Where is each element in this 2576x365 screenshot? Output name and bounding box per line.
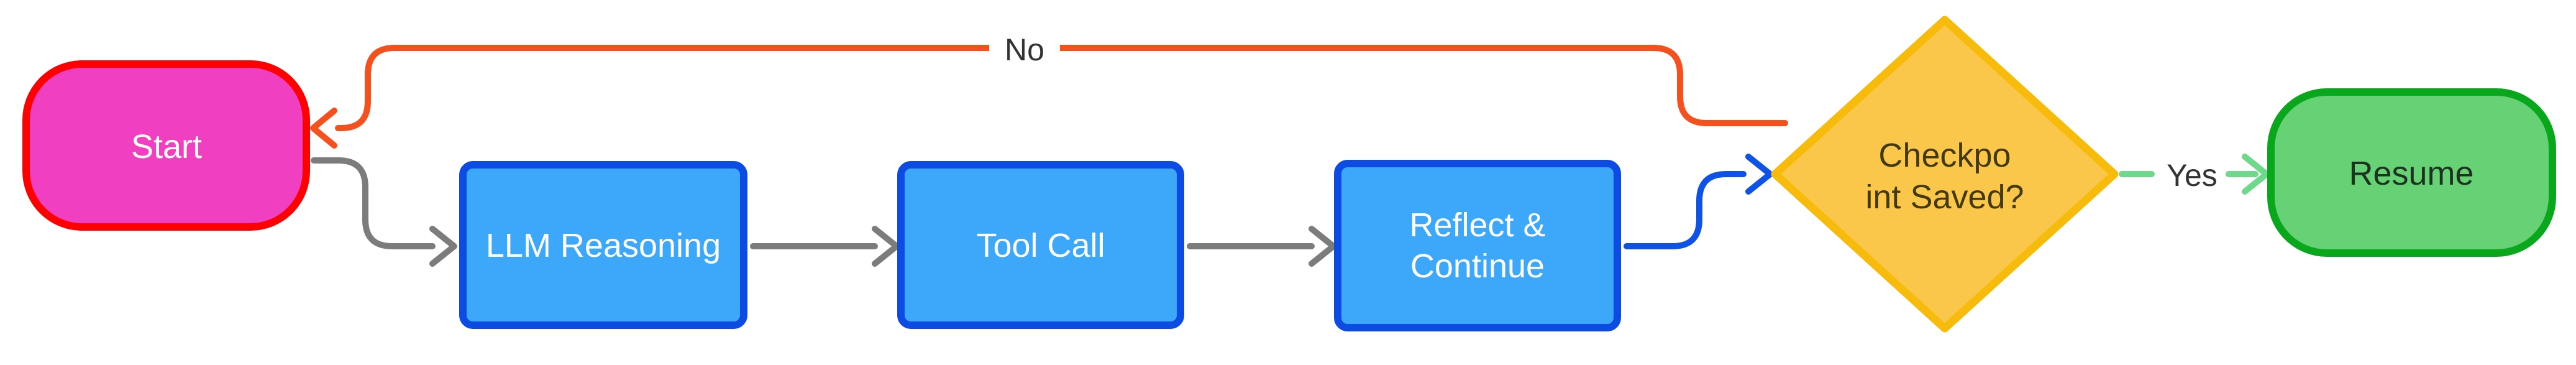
node-resume-label: Resume [2349,155,2473,192]
node-llm-reasoning-label: LLM Reasoning [486,227,721,264]
edge-label-yes: Yes [2158,154,2226,194]
node-checkpoint-saved-label-line2: int Saved? [1865,178,2024,216]
edge-checkpoint-to-start [335,45,1788,131]
node-resume: Resume [2267,88,2556,257]
node-checkpoint-saved: Checkpo int Saved? [1771,16,2119,333]
edge-label-no-background [989,30,1060,68]
node-start: Start [22,60,310,231]
node-start-shape [22,60,310,231]
node-llm-reasoning-shape [459,161,747,329]
node-reflect-continue-shape [1334,160,1621,331]
edge-reflect-continue-to-checkpoint [1624,171,1747,249]
node-tool-call-shape [897,161,1184,329]
edge-reflect-continue-to-checkpoint-arrowhead-icon [1745,154,1773,195]
edge-checkpoint-to-resume-arrowhead-icon [2242,154,2270,195]
edge-llm-reasoning-to-tool-call-arrowhead-icon [872,226,900,267]
node-checkpoint-saved-label-line1: Checkpo [1878,137,2011,174]
edge-start-to-llm-reasoning [311,157,436,249]
edge-checkpoint-to-start-arrowhead-icon [310,108,337,149]
edge-tool-call-to-reflect-continue-arrowhead-icon [1309,226,1336,267]
edge-label-yes-text: Yes [2167,158,2217,193]
node-start-label: Start [131,128,202,165]
node-reflect-continue-label-line2: Continue [1410,247,1545,285]
node-resume-shape [2267,88,2556,257]
node-reflect-continue-label-line1: Reflect & [1409,206,1545,244]
node-reflect-continue: Reflect & Continue [1334,160,1621,331]
edge-label-no-text: No [1005,32,1044,67]
edge-start-to-llm-reasoning-arrowhead-icon [429,226,457,267]
node-llm-reasoning: LLM Reasoning [459,161,747,329]
node-checkpoint-saved-shape [1771,16,2119,333]
node-tool-call-label: Tool Call [976,227,1105,264]
edge-label-yes-background [2158,154,2226,194]
edge-label-no: No [989,30,1060,68]
node-tool-call: Tool Call [897,161,1184,329]
